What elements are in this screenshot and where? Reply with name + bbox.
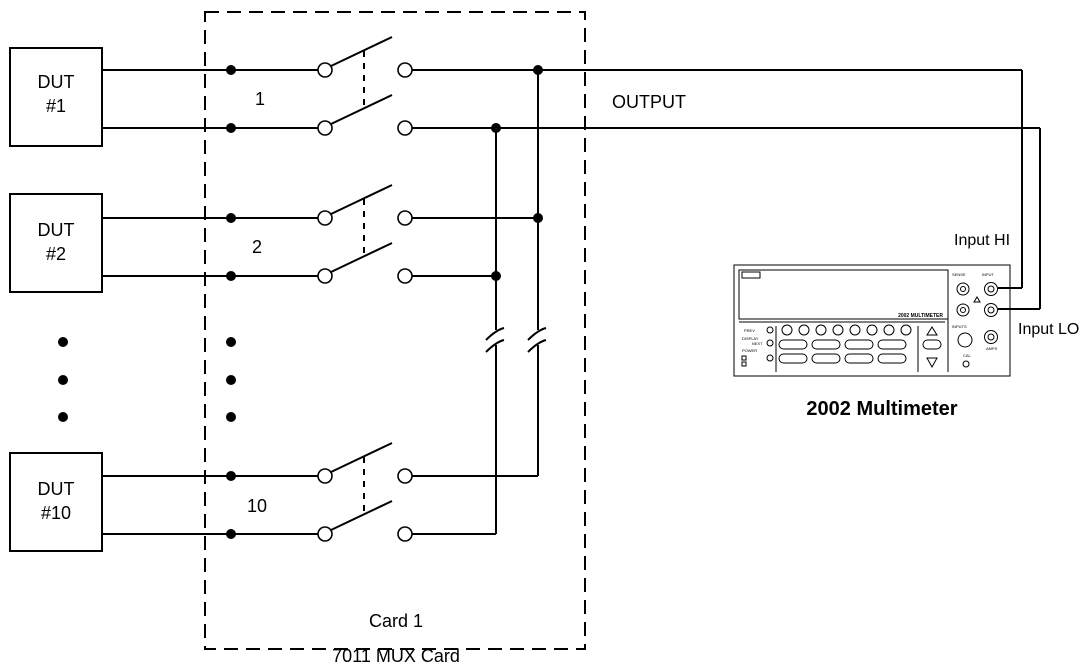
bus-lo-line	[485, 128, 505, 534]
input-label: INPUT	[982, 272, 995, 277]
bus-hi-line	[527, 70, 547, 476]
dut-2: DUT #2	[9, 193, 103, 293]
card-ellipsis-dots	[226, 337, 236, 422]
power-label: POWER	[742, 348, 757, 353]
dut-2-title: DUT	[38, 220, 75, 240]
input-hi-label: Input HI	[954, 232, 1010, 249]
card-label: Card 1	[369, 611, 423, 631]
channel-1-label: 1	[255, 89, 265, 109]
dut-ellipsis-dots	[58, 337, 68, 422]
meter-caption: 2002 Multimeter	[806, 398, 957, 420]
dut-1: DUT #1	[9, 47, 103, 147]
mux-card-label: 7011 MUX Card	[332, 646, 460, 664]
input-lo-label: Input LO	[1018, 321, 1079, 338]
mux-card-boundary	[204, 11, 586, 650]
dut-2-number: #2	[46, 244, 66, 264]
channel-10-label: 10	[247, 496, 267, 516]
amps-label: AMPS	[986, 346, 998, 351]
cal-label: CAL	[963, 353, 972, 358]
meter-model-text: 2002 MULTIMETER	[898, 313, 943, 319]
prev-label: PREV	[744, 328, 755, 333]
output-label: OUTPUT	[612, 92, 686, 112]
display-label: DISPLAY	[742, 336, 759, 341]
channel-1-wiring	[102, 36, 1040, 136]
input-lo-wire	[998, 128, 1041, 310]
dut-1-title: DUT	[38, 72, 75, 92]
dut-10-number: #10	[41, 503, 71, 523]
channel-2-label: 2	[252, 237, 262, 257]
sense-label: SENSE	[952, 272, 966, 277]
multimeter-front-panel: 2002 MULTIMETER PREV DISPLAY NEXT POWER	[733, 264, 1011, 377]
inputs-label: INPUTS	[952, 324, 967, 329]
channel-10-wiring	[102, 442, 538, 542]
dut-1-number: #1	[46, 96, 66, 116]
channel-2-wiring	[102, 184, 543, 284]
dut-10-title: DUT	[38, 479, 75, 499]
input-hi-wire	[998, 70, 1023, 289]
next-label: NEXT	[752, 341, 763, 346]
dut-10: DUT #10	[9, 452, 103, 552]
